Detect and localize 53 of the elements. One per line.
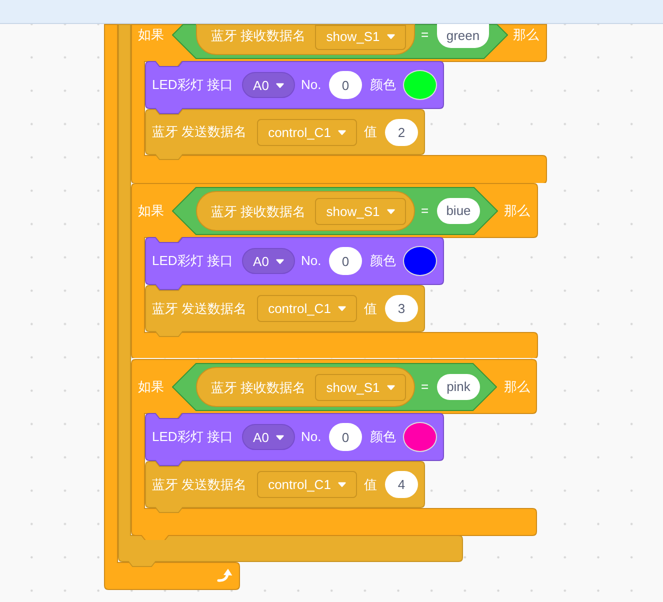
block-label: 蓝牙 发送数据名: [152, 124, 247, 140]
block-label: 那么: [513, 27, 539, 43]
toolbar: [0, 0, 663, 24]
condition-block: [172, 24, 508, 59]
block-label: 那么: [504, 378, 530, 394]
dropdown: show_S1: [315, 374, 406, 401]
equals-sign: =: [421, 378, 429, 394]
dropdown: A0: [242, 248, 295, 274]
command-block: [145, 237, 444, 290]
block-label: LED彩灯 接口: [152, 429, 233, 445]
condition-block: [172, 362, 497, 410]
command-block: [145, 61, 444, 114]
reporter-block: [196, 366, 415, 406]
if-block: [131, 183, 538, 358]
block-label: 如果: [138, 378, 164, 394]
block-label: LED彩灯 接口: [152, 77, 233, 93]
block-label: 值: [364, 124, 377, 140]
equals-sign: =: [421, 202, 429, 218]
block-label: No.: [301, 429, 322, 445]
equals-sign: =: [421, 27, 429, 43]
condition-block: [172, 186, 498, 234]
command-block: [145, 413, 444, 466]
dropdown: A0: [242, 424, 295, 450]
block-label: 如果: [138, 202, 164, 218]
dropdown: control_C1: [257, 118, 357, 146]
block-label: 颜色: [370, 429, 396, 445]
command-block: [145, 285, 425, 337]
dropdown: control_C1: [257, 295, 357, 322]
block-label: 蓝牙 发送数据名: [152, 300, 247, 316]
block-label: No.: [301, 253, 322, 269]
dropdown: A0: [242, 72, 295, 98]
block-label: 值: [364, 476, 377, 492]
block-label: 蓝牙 发送数据名: [152, 476, 247, 492]
input-field: green: [437, 24, 489, 48]
block-label: 颜色: [370, 77, 396, 93]
block-label: 如果: [138, 27, 164, 43]
if-block: [131, 24, 547, 183]
command-block: [145, 109, 425, 160]
block-label: 颜色: [370, 253, 396, 269]
block-label: 蓝牙 接收数据名: [211, 204, 306, 220]
block-label: LED彩灯 接口: [152, 253, 233, 269]
block-label: 那么: [504, 202, 530, 218]
block-label: 蓝牙 接收数据名: [211, 28, 306, 44]
block-label: 蓝牙 接收数据名: [211, 380, 306, 396]
reporter-block: [196, 190, 415, 230]
if-block: [131, 359, 537, 540]
command-block: [145, 461, 425, 513]
reporter-block: [196, 24, 415, 55]
dropdown: show_S1: [315, 198, 406, 225]
dropdown: control_C1: [257, 471, 357, 498]
dropdown: show_S1: [315, 25, 406, 50]
block-label: 值: [364, 300, 377, 316]
block-label: No.: [301, 77, 322, 93]
